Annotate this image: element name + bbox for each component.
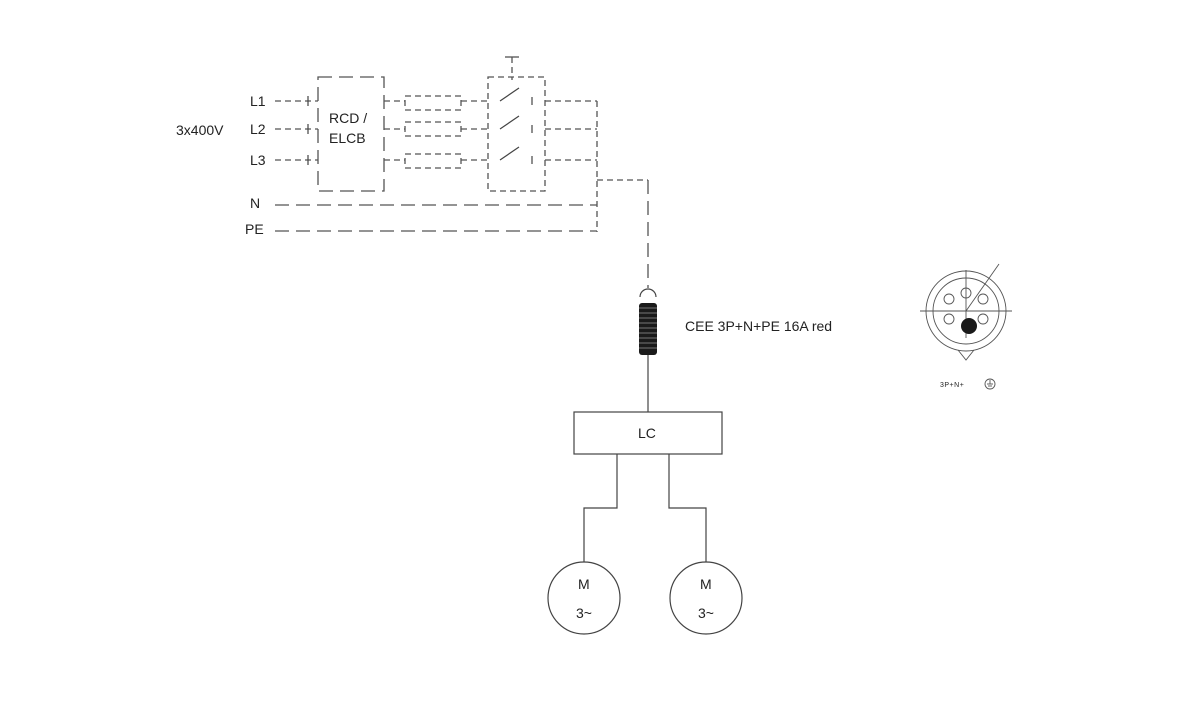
motor-2: M 3~ <box>669 561 743 635</box>
phase-label-l3: L3 <box>250 152 266 168</box>
motor-2-circle <box>669 561 743 635</box>
cable-to-connector <box>597 179 657 298</box>
motor-2-symbol: M <box>700 576 712 592</box>
socket-caption: 3P+N+ <box>940 382 964 389</box>
rcd-label-line2: ELCB <box>329 130 366 146</box>
rcd-box <box>317 76 385 192</box>
phase-feed-lines <box>275 96 318 165</box>
neutral-label: N <box>250 195 260 211</box>
cee-socket-symbol <box>920 263 1012 361</box>
earth-label: PE <box>245 221 264 237</box>
switch-output-lines <box>545 100 598 232</box>
voltage-label: 3x400V <box>176 122 224 138</box>
cee-connector-plug <box>639 303 657 355</box>
motor-1-symbol: M <box>578 576 590 592</box>
rcd-label-line1: RCD / <box>329 110 367 126</box>
controller-box <box>573 411 723 455</box>
neutral-pe-lines <box>275 204 597 232</box>
main-switch <box>487 56 546 192</box>
motor-leads <box>583 454 707 562</box>
motor-2-phase: 3~ <box>698 605 714 621</box>
connector-label: CEE 3P+N+PE 16A red <box>685 318 832 334</box>
earth-ground-icon <box>984 378 996 390</box>
breaker-elements <box>384 95 488 169</box>
motor-1-circle <box>547 561 621 635</box>
motor-1: M 3~ <box>547 561 621 635</box>
motor-1-phase: 3~ <box>576 605 592 621</box>
phase-label-l2: L2 <box>250 121 266 137</box>
controller-label: LC <box>638 425 656 441</box>
phase-label-l1: L1 <box>250 93 266 109</box>
